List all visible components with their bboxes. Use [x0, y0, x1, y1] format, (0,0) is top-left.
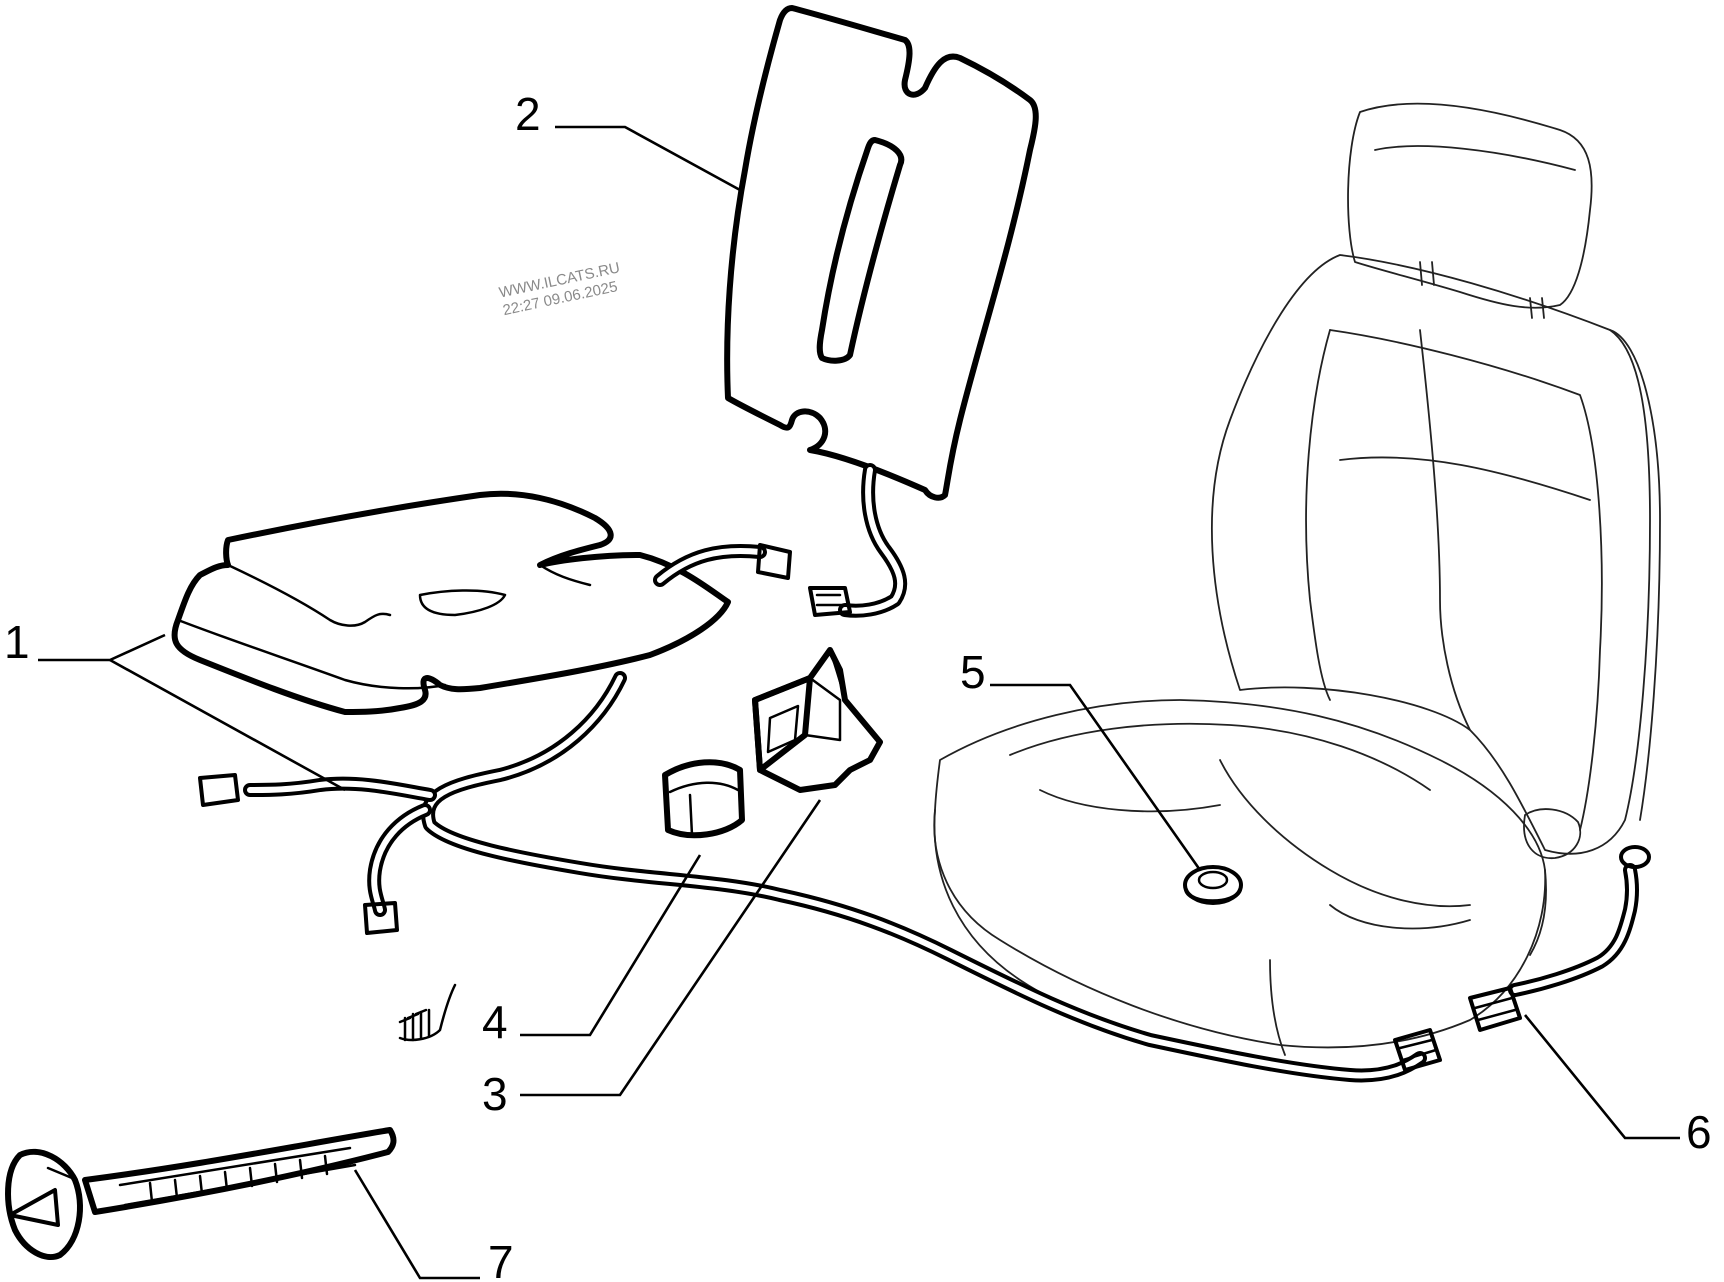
- callout-labels: 1 2 3 4 5 6 7: [4, 88, 1712, 1282]
- callout-6: 6: [1686, 1106, 1712, 1158]
- seat-heating-pad: [171, 490, 731, 715]
- wiring-harness: [198, 543, 1442, 1083]
- callout-4: 4: [482, 996, 508, 1048]
- cable-tie: [5, 1127, 397, 1260]
- callout-7: 7: [488, 1236, 514, 1282]
- seat-illustration: [933, 102, 1661, 1061]
- backrest-heating-pad: [724, 5, 1039, 618]
- callout-1: 1: [4, 616, 30, 668]
- watermark: WWW.ILCATS.RU 22:27 09.06.2025: [498, 259, 622, 319]
- leader-lines: [38, 125, 1680, 1280]
- callout-3: 3: [482, 1068, 508, 1120]
- callout-5: 5: [960, 646, 986, 698]
- connecting-lead: [1468, 845, 1651, 1032]
- switch-holder: [752, 647, 883, 793]
- grommet: [1183, 865, 1243, 905]
- callout-2: 2: [515, 88, 541, 140]
- seat-heater-switch: [662, 759, 745, 839]
- seat-heating-symbol-icon: [398, 983, 457, 1042]
